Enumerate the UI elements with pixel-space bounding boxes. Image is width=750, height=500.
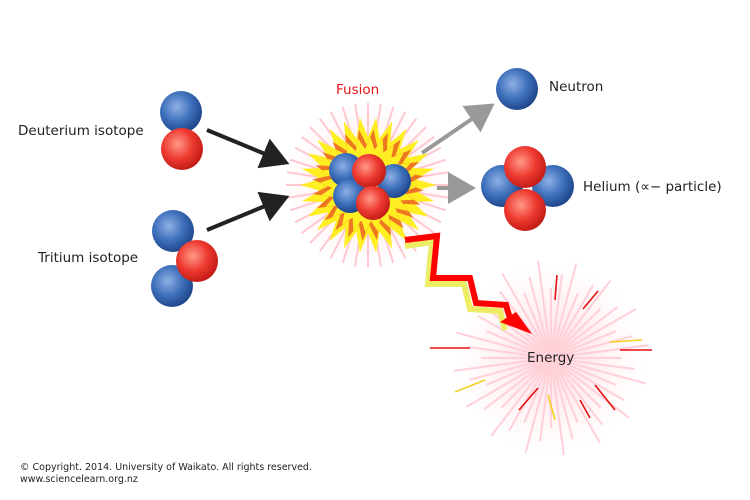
energy-ray: [467, 346, 552, 359]
helium-label: Helium (∝− particle): [583, 179, 722, 195]
deuterium-arrow: [206, 128, 290, 169]
energy-ray: [483, 357, 552, 410]
energy-ray: [465, 357, 552, 408]
neutron-label: Neutron: [549, 79, 604, 95]
energy-bolt-shadow: [404, 238, 508, 331]
energy-spark: [594, 384, 616, 411]
energy-ray: [524, 357, 552, 453]
energy-ray: [456, 331, 552, 359]
helium-proton: [504, 146, 546, 188]
energy-ray: [550, 357, 635, 370]
energy-ray: [550, 306, 619, 359]
energy-ray: [550, 344, 649, 359]
energy-ray: [501, 272, 552, 359]
energy-ray: [550, 357, 602, 409]
energy-spark: [547, 394, 556, 421]
released-neutron: [496, 68, 538, 110]
fusion-proton: [352, 154, 386, 188]
helium-proton: [504, 189, 546, 231]
energy-ray: [490, 357, 552, 437]
energy-ray: [550, 330, 617, 359]
deuterium-proton: [161, 128, 203, 170]
energy-ray: [550, 357, 617, 386]
energy-spark: [582, 290, 599, 310]
energy-ray: [550, 357, 601, 444]
energy-ray: [500, 357, 552, 409]
energy-ray: [550, 357, 579, 424]
energy-spark: [518, 387, 539, 411]
energy-ray: [550, 292, 579, 359]
tritium-label: Tritium isotope: [38, 250, 139, 266]
deuterium-neutron: [160, 91, 202, 133]
energy-ray: [539, 357, 552, 442]
energy-ray: [550, 279, 612, 359]
energy-ray: [550, 308, 637, 359]
energy-spark: [579, 399, 591, 419]
energy-spark: [454, 379, 486, 393]
energy-ray: [485, 330, 552, 359]
tritium-neutron: [152, 210, 194, 252]
fusion-label: Fusion: [336, 82, 380, 98]
energy-ray: [477, 315, 552, 359]
energy-ray: [550, 263, 578, 359]
tritium-arrow: [206, 191, 290, 232]
energy-label: Energy: [527, 350, 575, 366]
energy-ray: [453, 357, 552, 372]
energy-ray: [485, 357, 552, 386]
energy-spark: [609, 339, 643, 343]
neutron-arrow: [420, 103, 495, 155]
fusion-proton: [356, 186, 390, 220]
energy-ray: [469, 357, 552, 381]
energy-ray: [550, 357, 603, 426]
energy-ray: [550, 284, 594, 359]
energy-ray: [523, 357, 552, 424]
website-text: www.sciencelearn.org.nz: [20, 474, 138, 485]
energy-ray: [537, 260, 552, 359]
energy-ray: [550, 357, 574, 440]
energy-bolt: [404, 232, 515, 326]
energy-spark: [554, 274, 558, 301]
tritium-proton: [176, 240, 218, 282]
energy-ray: [508, 357, 552, 432]
deuterium-label: Deuterium isotope: [18, 123, 144, 139]
energy-ray: [550, 357, 625, 401]
energy-ray: [550, 357, 630, 419]
energy-ray: [550, 274, 563, 359]
copyright-text: © Copyright. 2014. University of Waikato…: [20, 462, 312, 473]
energy-bolt-head: [500, 312, 532, 334]
energy-ray: [550, 357, 646, 385]
energy-ray: [550, 335, 633, 359]
energy-ray: [523, 292, 552, 359]
energy-ray: [499, 290, 552, 359]
energy-ray: [550, 357, 565, 456]
energy-ray: [528, 276, 552, 359]
energy-ray: [550, 307, 602, 359]
